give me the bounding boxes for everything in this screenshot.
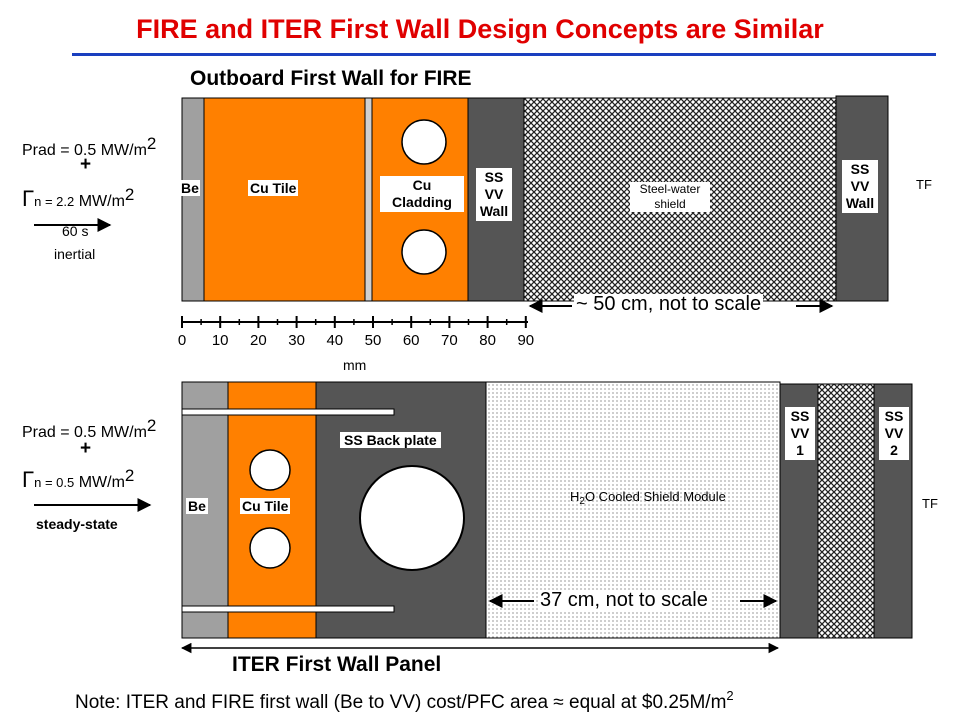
fire-axis-ticks (181, 316, 527, 328)
iter-vv-fill-layer (817, 383, 875, 639)
iter-coolant-channel (249, 527, 291, 569)
fire-axis-tick-label: 40 (326, 332, 344, 349)
fire-be-label: Be (180, 180, 200, 196)
fire-axis-tick-label: 80 (479, 332, 496, 349)
fire-axis-tick-label: 60 (402, 332, 420, 349)
iter-plus-sign: + (80, 438, 92, 459)
cost-note: Note: ITER and FIRE first wall (Be to VV… (75, 688, 734, 713)
fire-be-layer (181, 97, 205, 302)
iter-panel-label: ITER First Wall Panel (232, 653, 442, 676)
iter-back-plate-channel (359, 465, 465, 571)
fire-axis-tick-label: 0 (177, 332, 187, 349)
fire-coolant-channel (401, 229, 447, 275)
fire-axis-tick-label: 70 (441, 332, 458, 349)
iter-cu-tile-label: Cu Tile (240, 498, 291, 514)
fire-coolant-channel (401, 119, 447, 165)
fire-bond-layer (364, 97, 373, 302)
fire-heading: Outboard First Wall for FIRE (190, 67, 472, 90)
iter-panel-slot (181, 408, 395, 416)
fire-cu-tile-label: Cu Tile (248, 180, 299, 196)
iter-shield-module-label: H2O Cooled Shield Module (570, 489, 726, 507)
iter-back-plate-label: SS Back plate (340, 432, 441, 448)
fire-cu-tile-layer (203, 97, 366, 302)
iter-coolant-channel (249, 449, 291, 491)
fire-axis-tick-label: 20 (250, 332, 267, 349)
fire-gamma-label: Γn = 2.2 MW/m2 (22, 185, 135, 211)
fire-prad-label: Prad = 0.5 MW/m2 (22, 134, 157, 159)
page-title: FIRE and ITER First Wall Design Concepts… (136, 14, 824, 44)
iter-mode-label: steady-state (36, 516, 118, 532)
fire-axis-tick-label: 90 (517, 332, 535, 349)
fire-axis-tick-label: 10 (211, 332, 229, 349)
iter-tf-label: TF (922, 496, 938, 511)
fire-axis-unit: mm (343, 357, 367, 373)
iter-scale-note: 37 cm, not to scale (538, 589, 710, 611)
title-underline (72, 53, 936, 56)
fire-axis-tick-label: 50 (364, 332, 382, 349)
fire-tf-label: TF (916, 177, 932, 192)
fire-mode-label: inertial (54, 246, 96, 262)
fire-axis-tick-label: 30 (288, 332, 305, 349)
fire-scale-note: ~ 50 cm, not to scale (574, 293, 764, 315)
iter-gamma-label: Γn = 0.5 MW/m2 (22, 466, 135, 492)
iter-prad-label: Prad = 0.5 MW/m2 (22, 416, 157, 441)
fire-plus-sign: + (80, 154, 92, 175)
iter-panel-slot (181, 605, 395, 613)
iter-be-label: Be (186, 498, 208, 514)
fire-time-label: 60 s (62, 223, 89, 239)
